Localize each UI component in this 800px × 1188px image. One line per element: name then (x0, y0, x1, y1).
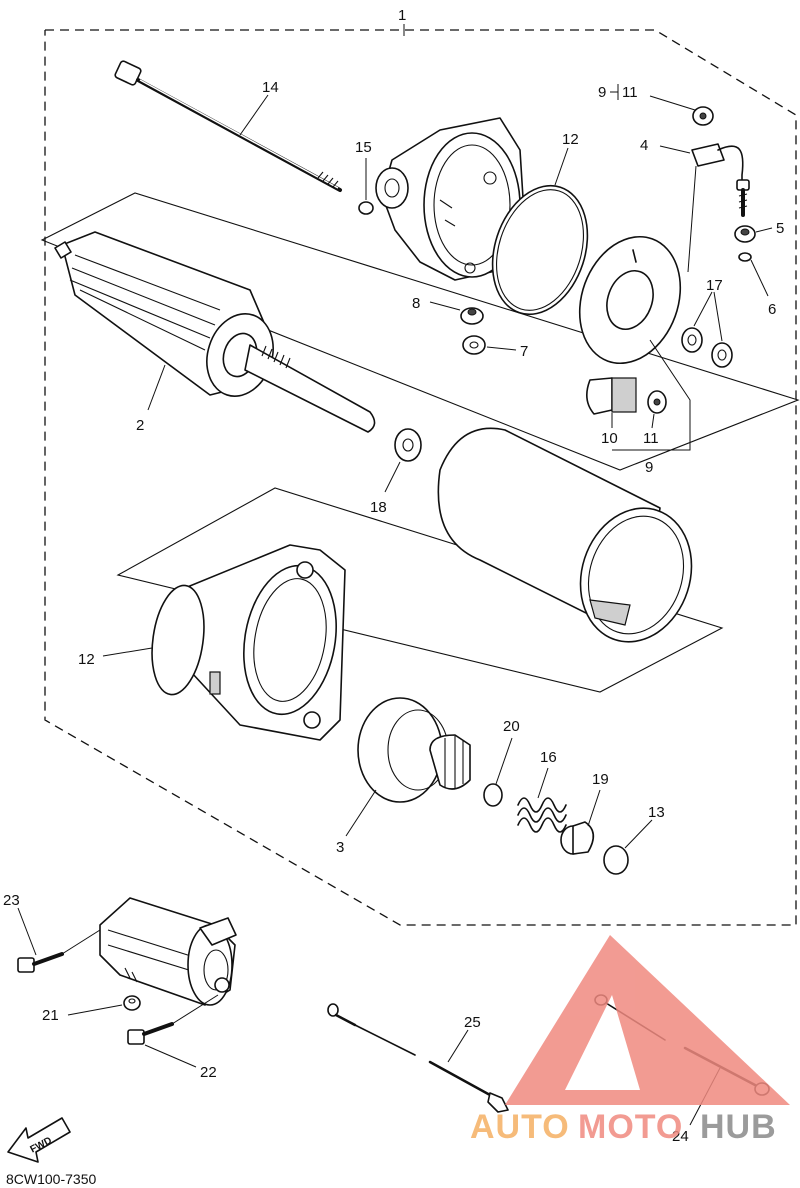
watermark-text-moto: MOTO (578, 1108, 683, 1146)
spring-part-16 (517, 797, 567, 833)
label-13: 13 (648, 804, 665, 821)
label-7: 7 (520, 343, 528, 360)
label-6: 6 (768, 301, 776, 318)
leader-17b (713, 291, 723, 342)
label-8: 8 (412, 295, 420, 312)
washer-part-18 (394, 428, 422, 462)
o-ring-part-12-lower (151, 584, 205, 696)
clip-part-11-upper (692, 106, 714, 126)
diagram-code: 8CW100-7350 (6, 1171, 96, 1187)
brush-plate (578, 235, 682, 365)
label-2: 2 (136, 417, 144, 434)
leader-14 (239, 94, 269, 136)
through-bolt-part-14 (114, 60, 342, 192)
leader-19 (587, 789, 601, 827)
leader-20 (495, 737, 513, 785)
o-ring-part-15 (358, 201, 374, 215)
label-9: 9 (645, 459, 653, 476)
label-19: 19 (592, 771, 609, 788)
automotohub-watermark-logo: AUTO MOTO HUB (470, 935, 790, 1146)
armature-part-2 (54, 231, 376, 433)
label-12-lower: 12 (78, 651, 95, 668)
leader-11-lower (651, 413, 655, 429)
front-cover-housing (179, 544, 346, 741)
label-18: 18 (370, 499, 387, 516)
range-label-9-11: 9 11 (598, 84, 638, 101)
circlip-part-13 (603, 845, 629, 875)
leader-21 (67, 1004, 123, 1016)
bolt-part-23 (17, 952, 64, 973)
label-25: 25 (464, 1014, 481, 1031)
label-21: 21 (42, 1007, 59, 1024)
assembly-boundary: 1 (44, 7, 797, 926)
leader-22 (144, 1044, 197, 1068)
leader-22-to-motor (171, 994, 219, 1025)
o-ring-part-12-upper (491, 184, 589, 316)
leader-8 (429, 301, 461, 311)
clip-part-11-lower (647, 390, 667, 414)
label-11-range: 11 (622, 84, 638, 101)
nut-part-5 (734, 225, 756, 243)
label-4: 4 (640, 137, 648, 154)
brush-part-4 (691, 143, 744, 183)
label-15: 15 (355, 139, 372, 156)
leader-12-upper (554, 147, 569, 186)
label-16: 16 (540, 749, 557, 766)
leader-16 (537, 767, 549, 799)
label-10: 10 (601, 430, 618, 447)
label-24: 24 (672, 1128, 689, 1145)
leader-18 (384, 461, 401, 493)
label-5: 5 (776, 220, 784, 237)
circlip-part-20 (483, 783, 503, 807)
lower-plane-outline (116, 487, 724, 693)
label-20: 20 (503, 718, 520, 735)
label-12-upper: 12 (562, 131, 579, 148)
leader-9-bracket (612, 339, 691, 451)
leader-23-to-motor (61, 929, 101, 955)
label-17: 17 (706, 277, 723, 294)
leader-17a (693, 291, 713, 327)
leader-23 (17, 907, 37, 956)
leader-2 (147, 364, 166, 411)
watermark-inner-triangle-icon (640, 985, 720, 1090)
leader-7 (486, 346, 517, 351)
watermark-text-hub: HUB (700, 1108, 777, 1146)
yoke-housing (437, 427, 693, 643)
label-23: 23 (3, 892, 20, 909)
leader-12-lower (102, 647, 153, 657)
brush-screw (736, 179, 750, 217)
collar-part-19 (560, 821, 595, 855)
cable-part-25 (327, 1003, 509, 1113)
ring-part-6 (738, 252, 752, 262)
washer-part-17 (681, 327, 733, 368)
nut-part-7 (462, 335, 486, 355)
leader-3 (345, 789, 377, 837)
nut-part-21 (123, 995, 141, 1011)
starter-motor-assembled (99, 897, 237, 1006)
leader-25 (447, 1029, 469, 1063)
fwd-arrow-icon: FWD (7, 1117, 71, 1163)
label-9-range: 9 (598, 84, 606, 101)
label-22: 22 (200, 1064, 217, 1081)
label-11-lower: 11 (643, 430, 659, 447)
leader-11-upper (649, 95, 696, 111)
pinion-gear-part-3 (357, 697, 471, 803)
label-3: 3 (336, 839, 344, 856)
leader-6 (750, 259, 769, 297)
brush-holder-part-10 (586, 377, 637, 415)
leader-4-to-plate (687, 165, 697, 273)
assembly-number-label: 1 (398, 7, 406, 24)
leader-5 (755, 227, 773, 233)
leader-4 (659, 145, 691, 154)
nut-part-8 (460, 307, 484, 325)
label-14: 14 (262, 79, 279, 96)
upper-plane-outline (40, 192, 800, 471)
bolt-part-22 (127, 1022, 174, 1045)
watermark-text-auto: AUTO (470, 1108, 570, 1146)
leader-13 (624, 819, 653, 849)
